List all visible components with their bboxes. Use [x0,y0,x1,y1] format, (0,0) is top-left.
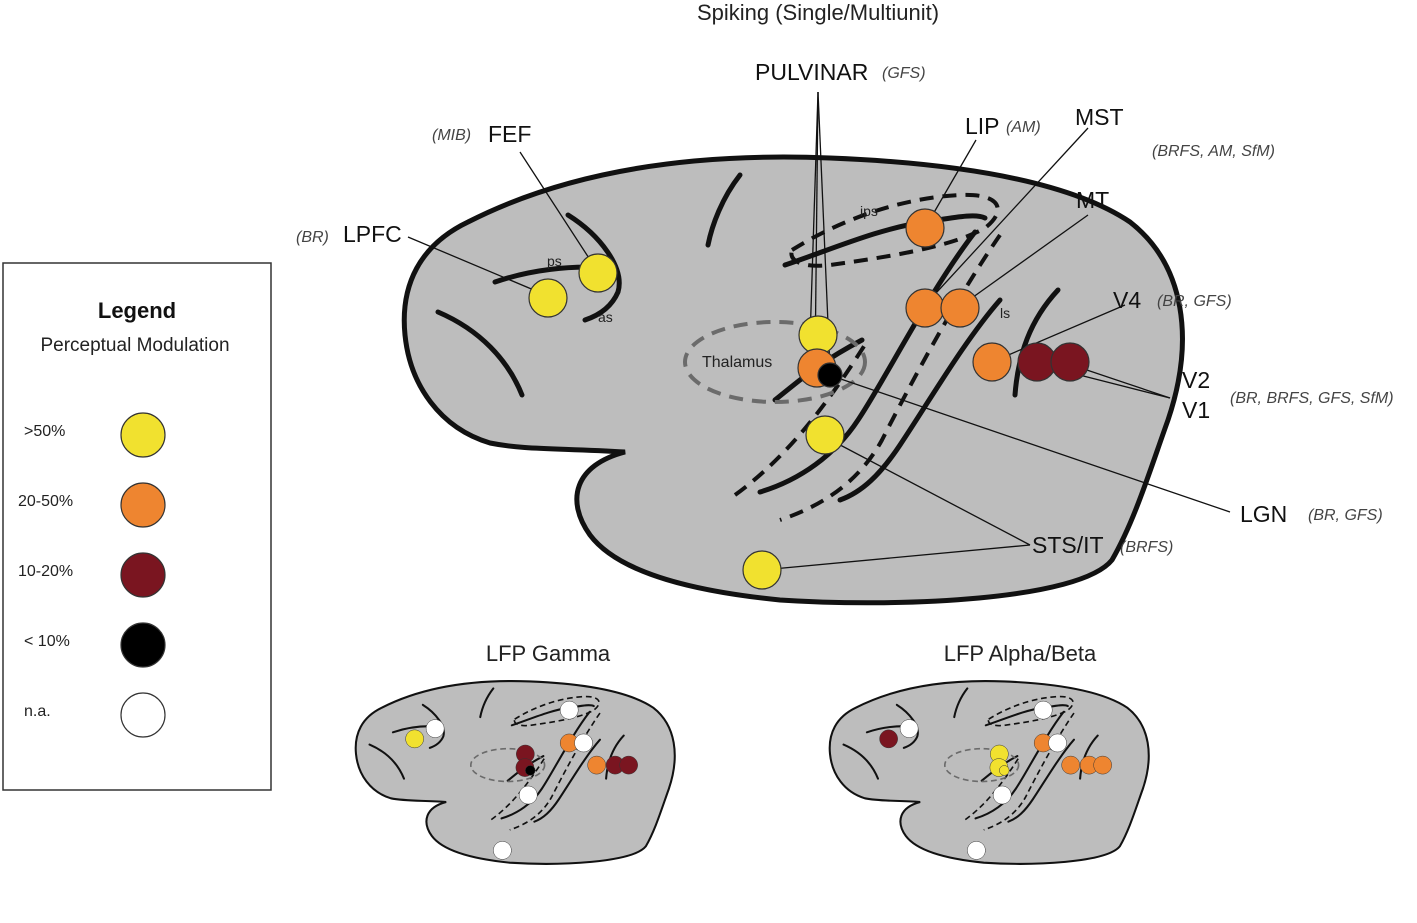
gamma-site-mt [574,733,593,753]
legend-swatch [120,412,166,458]
alpha_beta-site-lgn [999,765,1010,776]
gamma-site-v4 [587,755,606,775]
spiking-site-mst [905,288,945,328]
sulcus-label-as: as [598,309,613,325]
thalamus-label: Thalamus [702,354,772,371]
spiking-site-fef [578,253,618,293]
alpha_beta-site-v4 [1061,755,1080,775]
sulcus-label-ls: ls [1000,305,1010,321]
spiking-site-pulvinar [798,315,838,355]
brain-alpha-beta [828,680,1150,865]
gamma-site-it [493,841,512,860]
label-v4: V4 [1113,287,1141,313]
legend-title: Legend [98,298,176,323]
legend-item-label: 10-20% [18,563,73,580]
legend-item-label: n.a. [24,703,51,720]
spiking-site-sts [805,415,845,455]
alpha_beta-site-sts [992,785,1012,805]
gamma-site-lgn [525,765,536,776]
sulcus-label-ips: ips [860,203,878,219]
gamma-site-v1 [619,755,638,775]
gamma-site-lip [559,700,579,720]
label-fef: FEF [488,121,531,147]
paradigm-v4: (BR, GFS) [1157,293,1232,310]
paradigm-pulvinar: (GFS) [882,65,926,82]
gamma-site-fef [425,719,445,738]
paradigm-lgn: (BR, GFS) [1308,507,1383,524]
legend-items: >50% 20-50% 10-20% < 10% n.a. [18,412,166,738]
legend-swatch [120,482,166,528]
spiking-title: Spiking (Single/Multiunit) [697,0,939,25]
alpha_beta-site-mt [1048,733,1067,753]
alpha-beta-electrode-sites [879,700,1112,860]
gamma-site-lpfc [405,729,424,749]
spiking-site-lpfc [528,278,568,318]
legend: Legend Perceptual Modulation >50% 20-50% 1… [2,262,272,791]
alpha_beta-site-lip [1033,700,1053,720]
gamma-title: LFP Gamma [486,641,611,666]
paradigm-mst: (BRFS, AM, SfM) [1152,143,1275,160]
alpha-beta-title: LFP Alpha/Beta [944,641,1097,666]
paradigm-lpfc: (BR) [296,229,329,246]
label-pulvinar: PULVINAR [755,59,868,85]
label-lip: LIP [965,113,1000,139]
spiking-site-v2 [1017,342,1057,382]
paradigm-v1: (BR, BRFS, GFS, SfM) [1230,390,1394,407]
brain-gamma [354,680,676,865]
label-sts-it: STS/IT [1032,532,1104,558]
legend-item-label: < 10% [24,633,70,650]
label-v1: V1 [1182,397,1210,423]
alpha_beta-site-fef [899,719,919,738]
spiking-site-lip [905,208,945,248]
spiking-site-v1 [1050,342,1090,382]
leader-lines [407,91,1231,571]
legend-item-label: >50% [24,423,65,440]
paradigm-fef: (MIB) [432,127,471,144]
paradigm-sts-it: (BRFS) [1120,539,1173,556]
label-lpfc: LPFC [343,221,402,247]
label-v2: V2 [1182,367,1210,393]
spiking-site-mt [940,288,980,328]
spiking-site-v4 [972,342,1012,382]
label-lgn: LGN [1240,501,1287,527]
gamma-site-sts [518,785,538,805]
legend-swatch [120,692,166,738]
gamma-electrode-sites [405,700,638,860]
legend-item-label: 20-50% [18,493,73,510]
legend-swatch [120,552,166,598]
alpha_beta-site-lpfc [879,729,898,749]
label-mst: MST [1075,104,1124,130]
spiking-site-lgn [817,362,843,388]
spiking-site-it [742,550,782,590]
paradigm-lip: (AM) [1006,119,1041,136]
legend-swatch [120,622,166,668]
legend-subtitle: Perceptual Modulation [40,335,229,356]
alpha_beta-site-v1 [1093,755,1112,775]
spiking-electrode-sites [528,208,1090,590]
sulcus-label-ps: ps [547,253,562,269]
label-mt: MT [1076,187,1109,213]
alpha_beta-site-it [967,841,986,860]
